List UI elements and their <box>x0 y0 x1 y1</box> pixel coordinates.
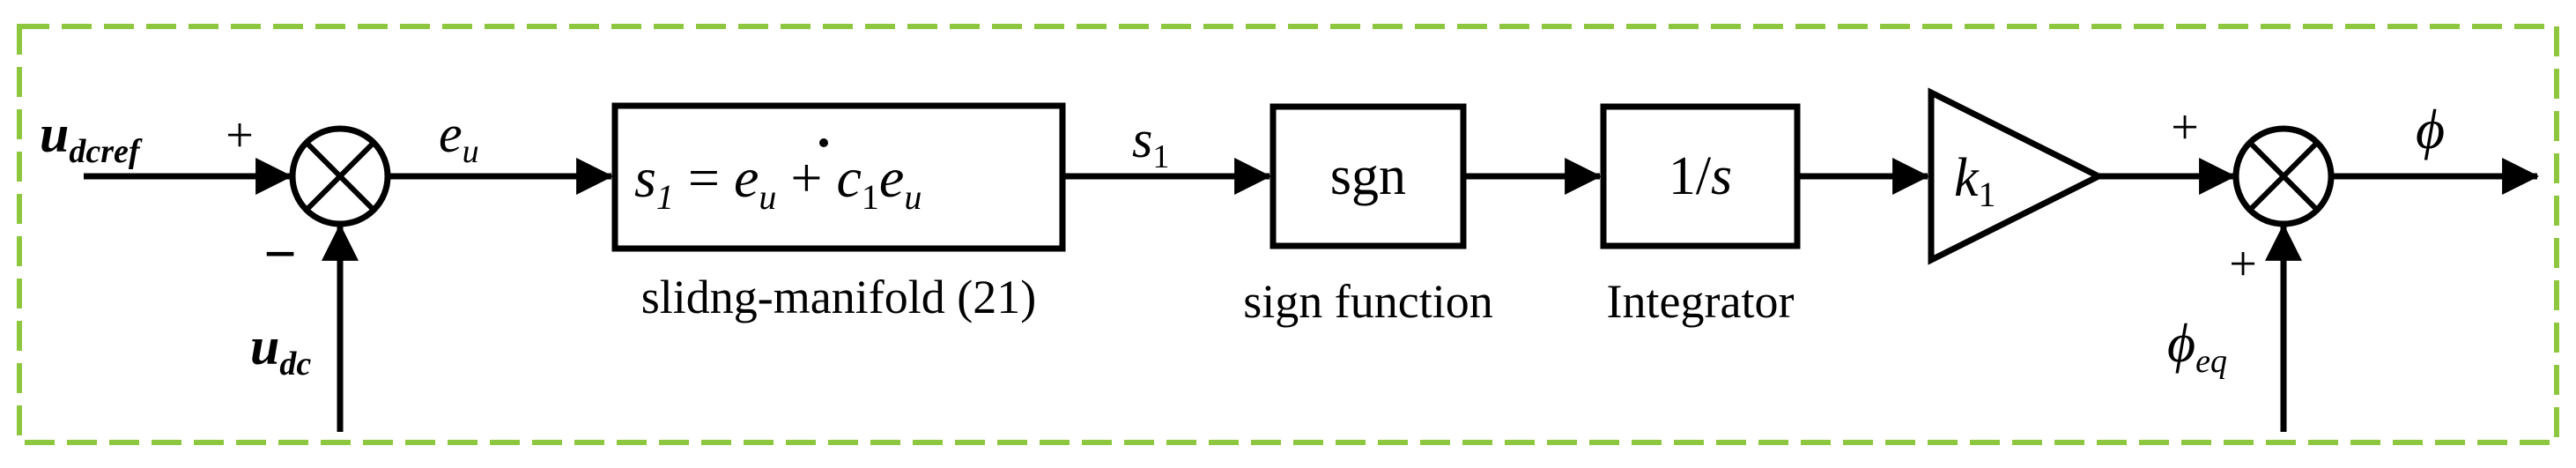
dashed-frame <box>17 24 2559 445</box>
integrator-caption: Integrator <box>1607 275 1795 328</box>
s1-label: s1 <box>1132 110 1169 175</box>
sign-function-block <box>1269 103 1467 249</box>
e-dot: e <box>734 146 759 209</box>
sign-caption: sign function <box>1243 275 1492 328</box>
error-label: eu <box>439 105 479 170</box>
ref-input-label: udcref <box>40 105 143 170</box>
meas-input-label: udc <box>250 317 311 383</box>
integrator-block <box>1600 103 1801 249</box>
integrator-label: 1/s <box>1669 146 1732 206</box>
gain-block <box>1928 87 2106 265</box>
derivative-dot <box>819 138 828 147</box>
summing-junction-2 <box>2232 125 2335 227</box>
sliding-manifold-block <box>611 102 1066 252</box>
eq-input-label: ϕeq <box>2167 314 2227 380</box>
summing-junction-1 <box>289 125 391 227</box>
gain-label: k1 <box>1954 148 1996 214</box>
sum1-ref-sign: + <box>226 108 254 163</box>
sum2-eq-sign: + <box>2229 237 2257 292</box>
sum1-meas-sign: − <box>263 222 297 286</box>
sgn-label: sgn <box>1330 146 1406 206</box>
output-label: ϕ <box>2416 98 2445 160</box>
manifold-caption: slidng-manifold (21) <box>641 271 1036 323</box>
manifold-equation: s1 = eu + c1eu <box>634 146 922 217</box>
sum2-k-sign: + <box>2171 100 2199 155</box>
